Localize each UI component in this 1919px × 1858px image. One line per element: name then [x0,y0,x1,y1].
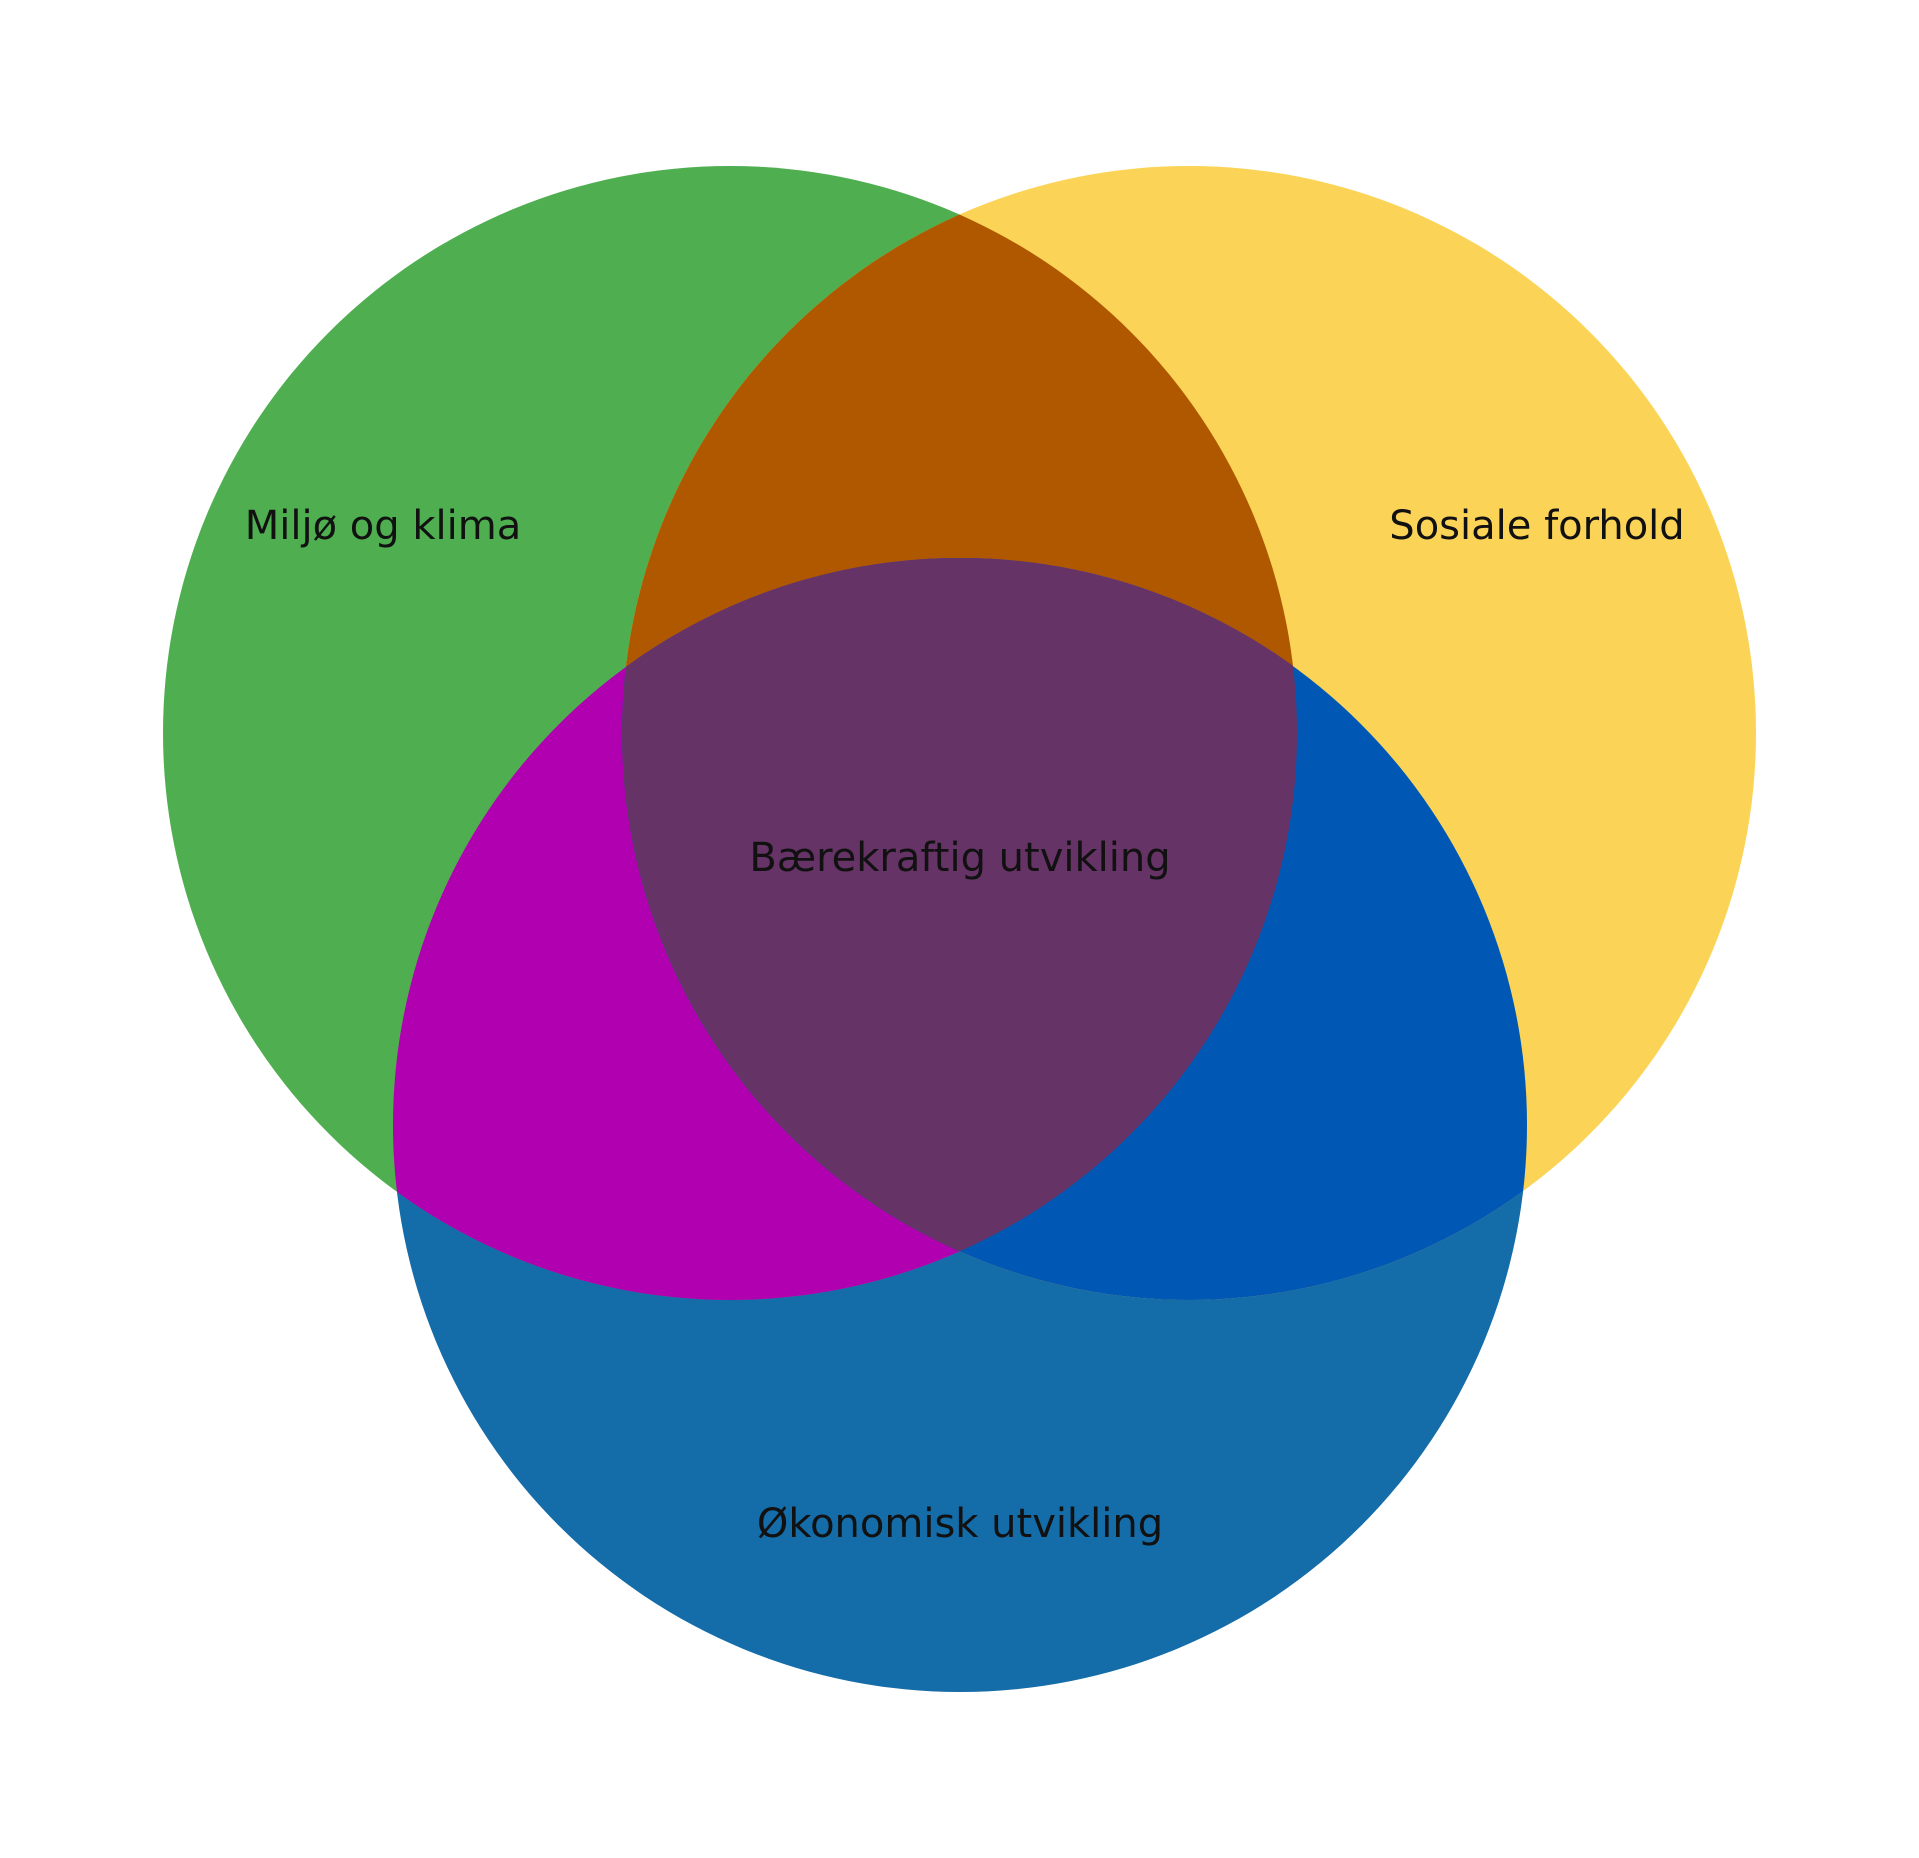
overlap-all-three [622,558,1297,1300]
label-social: Sosiale forhold [1389,503,1684,549]
label-sustainable-development: Bærekraftig utvikling [749,835,1170,881]
label-economic: Økonomisk utvikling [757,1501,1163,1547]
label-environment: Miljø og klima [245,503,521,549]
